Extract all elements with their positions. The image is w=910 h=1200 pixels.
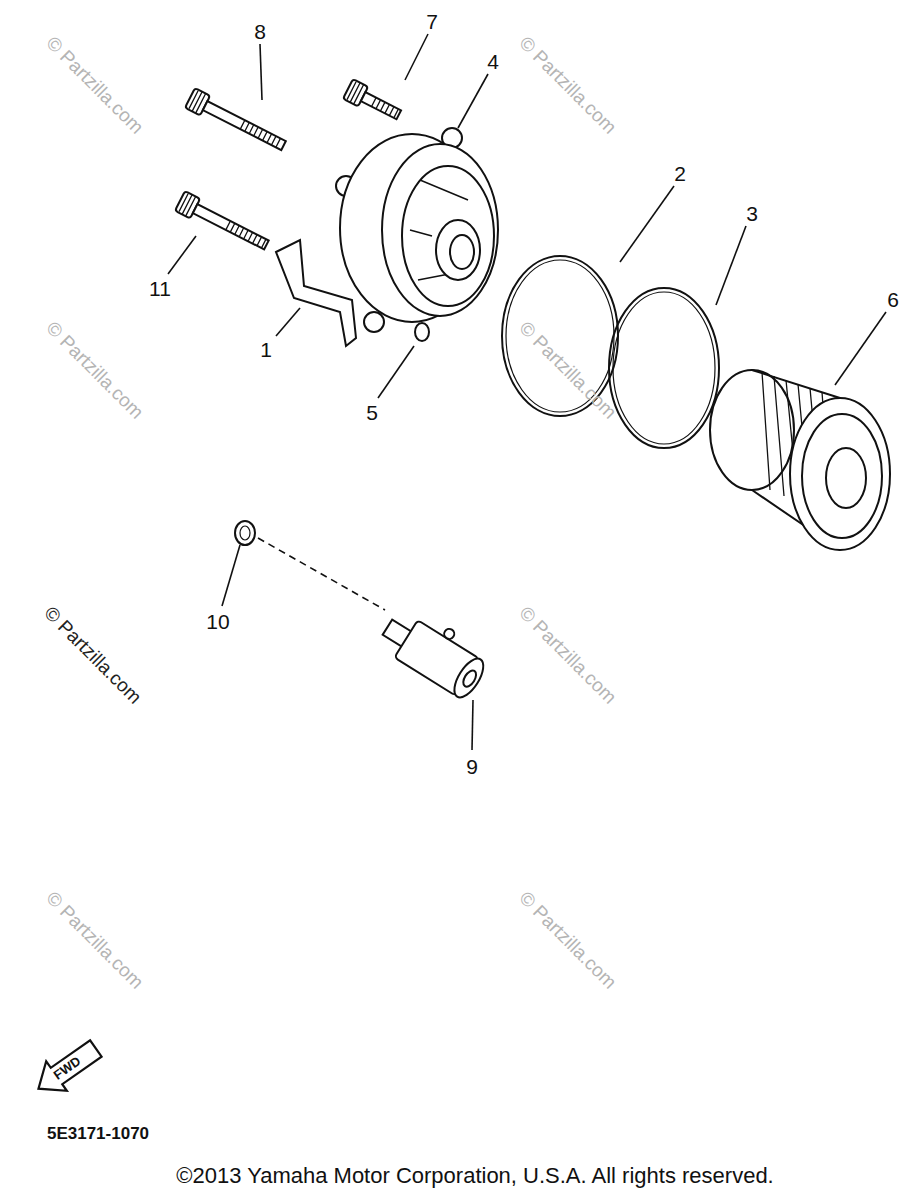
callout-number: 9 bbox=[466, 756, 478, 777]
watermark: © Partzilla.com bbox=[516, 888, 620, 992]
pressure-switch bbox=[376, 600, 495, 702]
oil-filter bbox=[710, 370, 890, 550]
diagram-code: 5E3171-1070 bbox=[47, 1125, 149, 1142]
bolt bbox=[343, 79, 404, 124]
callout-number: 8 bbox=[254, 21, 266, 42]
bolt bbox=[175, 191, 271, 255]
callout-number: 1 bbox=[260, 339, 272, 360]
watermark: © Partzilla.com bbox=[43, 318, 147, 422]
o-ring bbox=[609, 288, 719, 448]
filter-cover bbox=[336, 128, 498, 332]
callout-number: 2 bbox=[674, 163, 686, 184]
watermark: © Partzilla.com bbox=[41, 603, 145, 707]
callout-number: 10 bbox=[206, 611, 229, 632]
copyright-note: ©2013 Yamaha Motor Corporation, U.S.A. A… bbox=[176, 1165, 773, 1187]
callout-number: 3 bbox=[746, 203, 758, 224]
watermark: © Partzilla.com bbox=[43, 888, 147, 992]
callout-number: 7 bbox=[426, 11, 438, 32]
callout-number: 6 bbox=[887, 289, 899, 310]
o-ring bbox=[415, 323, 429, 341]
washer bbox=[235, 521, 255, 545]
bracket bbox=[276, 240, 356, 346]
leader-lines bbox=[168, 34, 886, 750]
callout-number: 5 bbox=[366, 402, 378, 423]
fwd-arrow bbox=[28, 1034, 106, 1104]
watermark: © Partzilla.com bbox=[43, 33, 147, 137]
watermark: © Partzilla.com bbox=[516, 603, 620, 707]
callout-number: 4 bbox=[487, 51, 499, 72]
watermark: © Partzilla.com bbox=[516, 33, 620, 137]
callout-number: 11 bbox=[149, 278, 171, 299]
bolt bbox=[185, 88, 289, 155]
